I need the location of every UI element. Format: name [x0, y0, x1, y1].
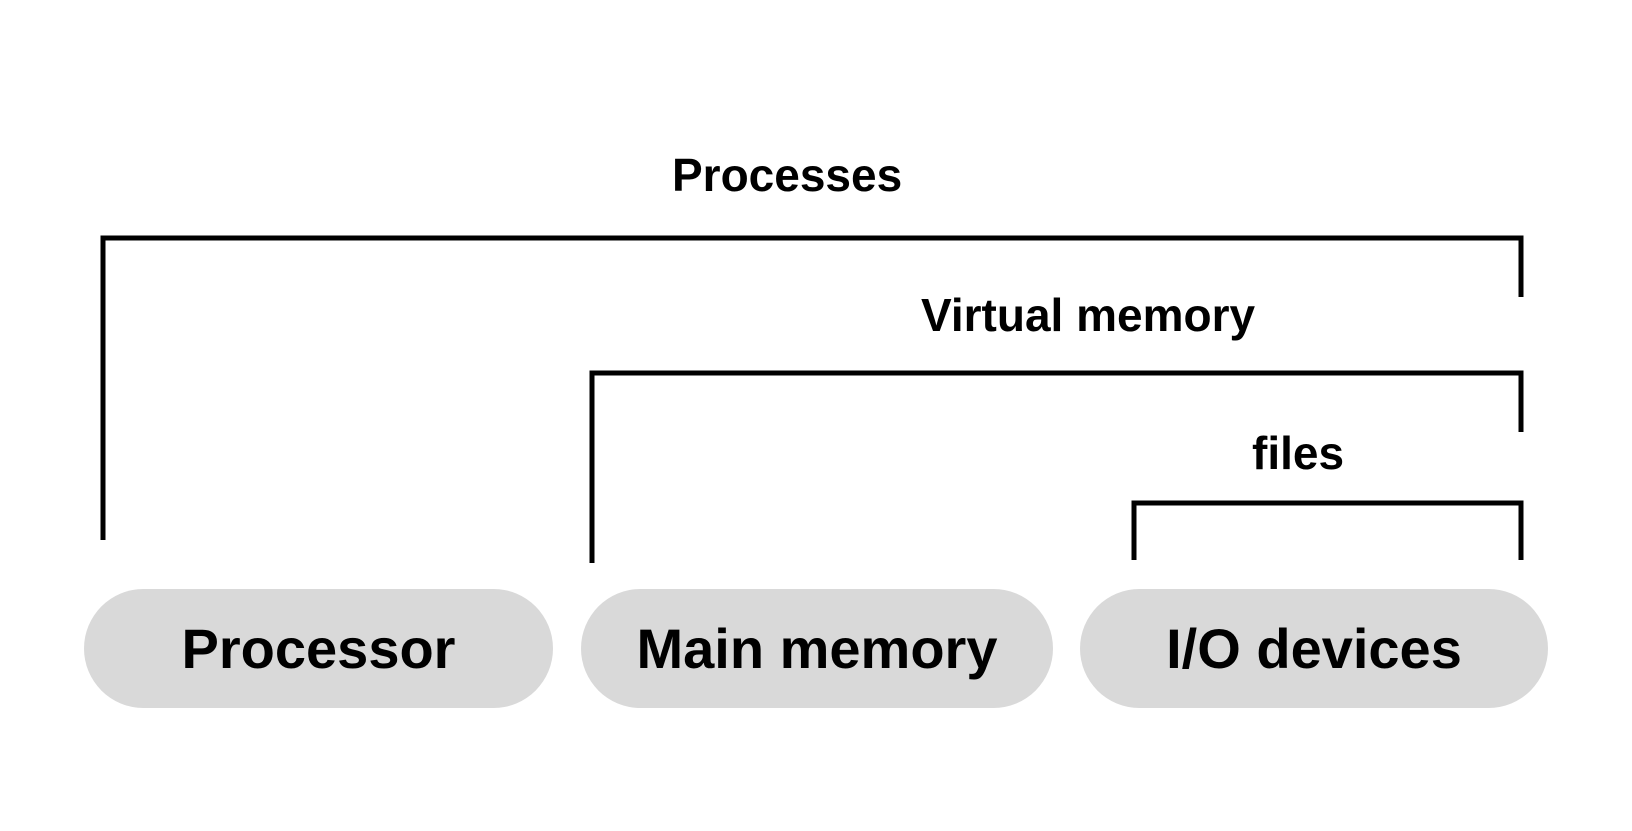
resource-box-processor-label: Processor [181, 616, 456, 680]
bracket-processes [100, 235, 1524, 540]
bracket-processes-path [100, 235, 1524, 540]
bracket-files [1131, 500, 1524, 560]
resource-box-io-devices-label: I/O devices [1166, 616, 1462, 680]
resource-box-io-devices: I/O devices [1080, 589, 1548, 708]
resource-box-main-memory: Main memory [581, 589, 1053, 708]
bracket-label-files: files [1252, 427, 1345, 479]
bracket-virtual-memory [589, 370, 1524, 563]
resource-box-main-memory-label: Main memory [636, 616, 998, 680]
resource-box-processor: Processor [84, 589, 553, 708]
bracket-label-processes: Processes [672, 149, 903, 201]
bracket-label-virtual-memory: Virtual memory [921, 289, 1256, 341]
bracket-virtual-memory-path [589, 370, 1524, 563]
bracket-files-path [1131, 500, 1524, 560]
